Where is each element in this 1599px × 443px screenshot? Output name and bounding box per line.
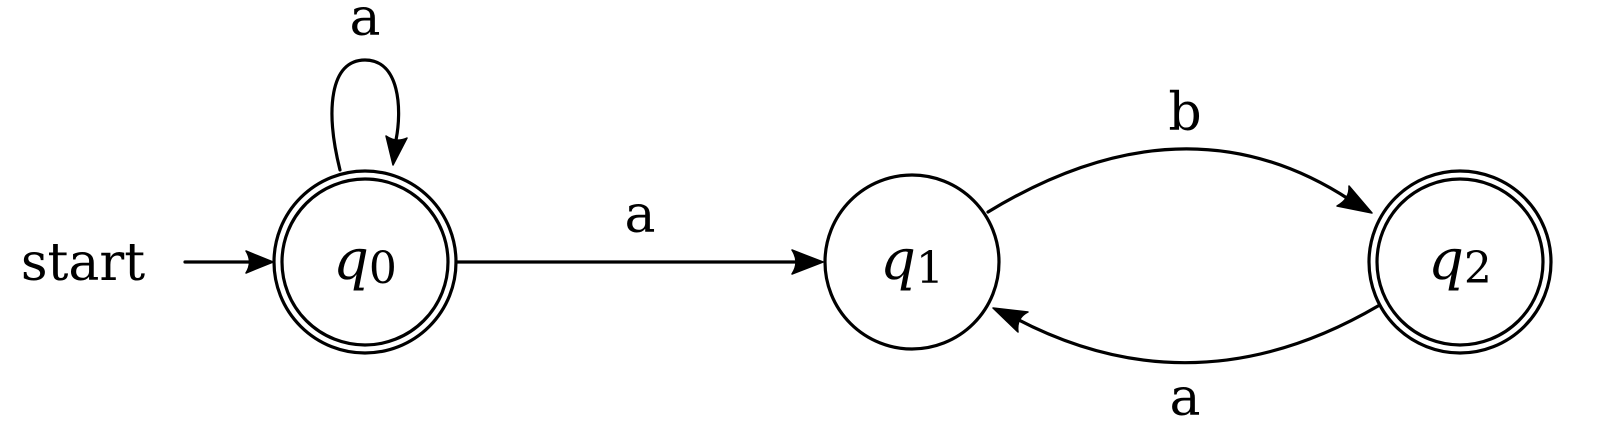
transition-q2-q1: a	[992, 304, 1380, 428]
state-q2-name: q	[1428, 228, 1464, 293]
state-q1-index: 1	[916, 243, 944, 294]
state-q1: q1	[823, 173, 1001, 351]
state-q2-label: q2	[1428, 228, 1492, 294]
transition-q0-q0: a	[330, 0, 408, 172]
transition-q1-q2-label: b	[1168, 83, 1201, 143]
state-q1-name: q	[880, 228, 916, 293]
state-q0-label: q0	[333, 228, 397, 294]
state-q1-label: q1	[880, 228, 944, 294]
state-q1-ring	[823, 173, 1001, 351]
transition-q2-q1-path	[1013, 304, 1380, 365]
state-q2-index: 2	[1464, 243, 1492, 294]
state-q0: q0	[272, 169, 458, 355]
transition-q1-q2-path	[986, 147, 1352, 214]
state-q0-inner-ring	[280, 177, 450, 347]
transition-q0-q1: a	[454, 185, 824, 275]
transition-q2-q1-arrowhead	[992, 307, 1029, 333]
transition-q0-q0-arrowhead	[385, 135, 408, 166]
transition-q1-q2-arrowhead	[1336, 185, 1373, 214]
start-arrowhead	[245, 250, 274, 274]
start-label: start	[21, 233, 145, 293]
transition-q0-q0-label: a	[349, 0, 380, 48]
state-q0-index: 0	[369, 243, 397, 294]
transition-q1-q2: b	[986, 83, 1373, 214]
transition-q0-q1-arrowhead	[791, 249, 824, 275]
state-q0-name: q	[333, 228, 369, 293]
transition-q0-q1-label: a	[624, 185, 655, 245]
state-q2-inner-ring	[1375, 177, 1545, 347]
state-q2: q2	[1367, 169, 1553, 355]
transition-q0-q0-path	[330, 58, 401, 172]
state-q2-outer-ring	[1367, 169, 1553, 355]
transition-q2-q1-label: a	[1169, 368, 1200, 428]
